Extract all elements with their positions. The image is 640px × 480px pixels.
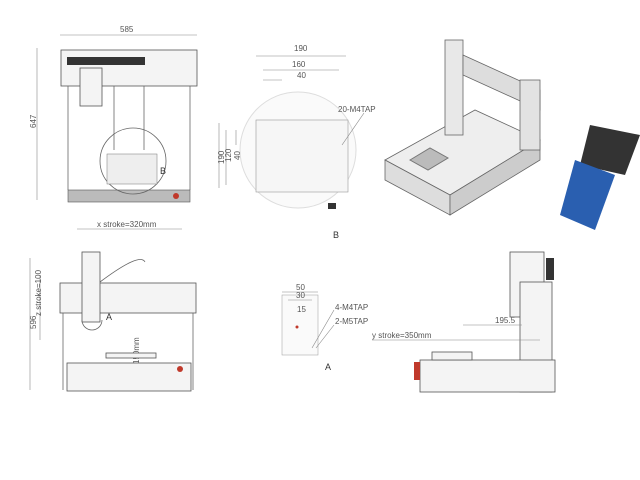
isometric-view (384, 39, 541, 216)
dim-190-horizontal: 190 (294, 44, 308, 53)
y-stroke-label: y stroke=350mm (372, 331, 432, 340)
z-stroke-label: z stroke=100 (34, 269, 43, 316)
detail-ref-b: B (160, 166, 166, 176)
detail-a-title: A (325, 362, 331, 372)
height-596: 596 (29, 315, 38, 329)
clearance-label: 150mm (132, 337, 141, 364)
dim-40-vertical: 40 (233, 151, 242, 160)
dim-160: 160 (292, 60, 306, 69)
dim-30: 30 (296, 291, 305, 300)
tap-label: 20-M4TAP (338, 105, 376, 114)
dim-50: 50 (296, 283, 305, 292)
tap1-label: 4-M4TAP (335, 303, 368, 312)
detail-b-title: B (333, 230, 339, 240)
side-view: 195.5 y stroke=350mm (372, 251, 556, 393)
width-dimension: 585 (120, 25, 134, 34)
height-dimension: 647 (29, 114, 38, 128)
teach-pendant (560, 125, 640, 230)
dim-120: 120 (224, 148, 233, 162)
dim-190-vertical: 190 (217, 150, 226, 164)
lower-front-view: x stroke=320mm 596 z stroke=100 A 150mm (29, 220, 197, 392)
detail-ref-a: A (106, 312, 112, 322)
detail-a: 50 30 15 4-M4TAP 2-M5TAP A (281, 283, 368, 372)
dim-195-5: 195.5 (495, 316, 516, 325)
dim-15: 15 (297, 305, 306, 314)
tap2-label: 2-M5TAP (335, 317, 368, 326)
front-view: 585 647 B (29, 25, 198, 203)
dim-40-horizontal: 40 (297, 71, 306, 80)
x-stroke-label: x stroke=320mm (97, 220, 157, 229)
detail-b: 190 160 40 190 120 40 20-M4TAP B (217, 44, 376, 240)
